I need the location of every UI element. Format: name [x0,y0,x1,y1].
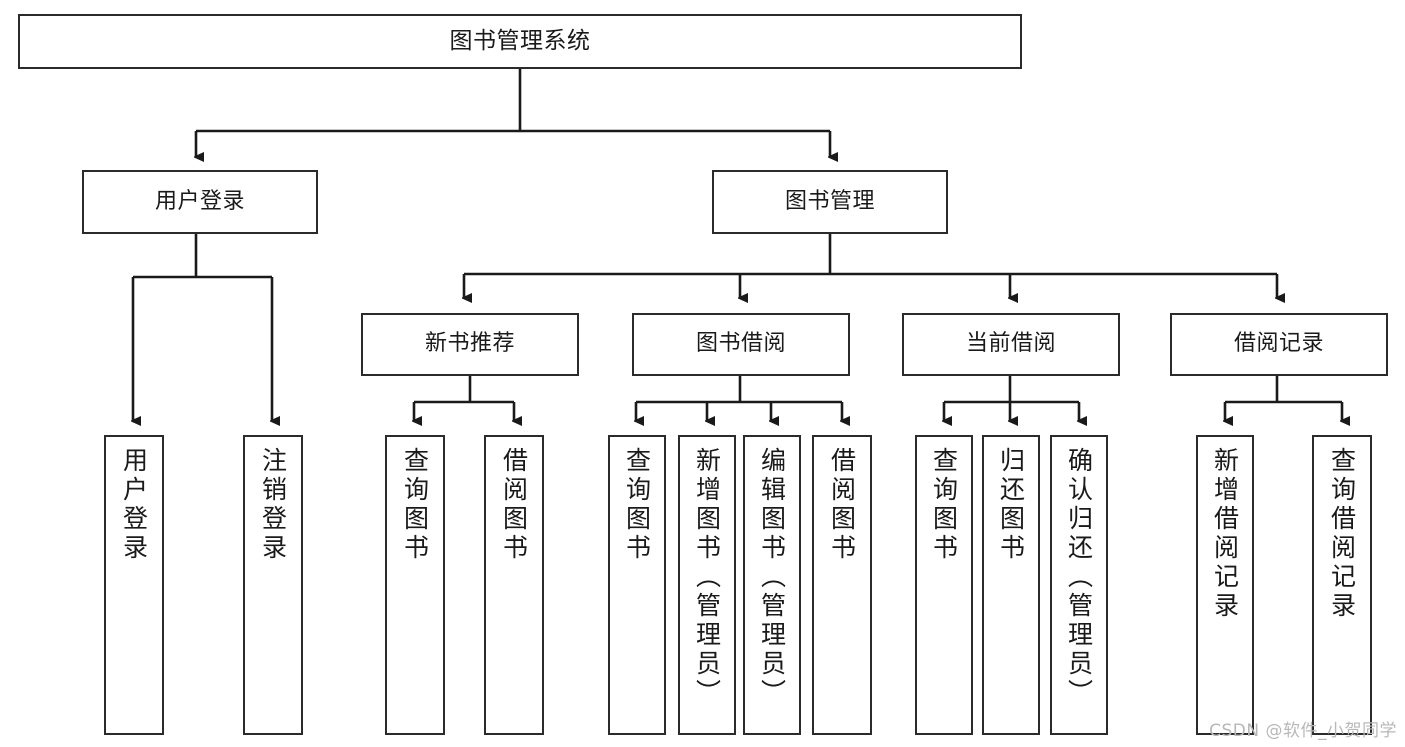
node-leaf-borrow-book-1-label: 借阅图书 [499,447,529,563]
node-leaf-query-book-3[interactable]: 查询图书 [915,435,973,735]
node-new-book-recommendation[interactable]: 新书推荐 [361,313,579,376]
node-leaf-return-book[interactable]: 归还图书 [982,435,1040,735]
node-leaf-return-book-label: 归还图书 [996,447,1026,563]
node-leaf-logout-label: 注销登录 [258,447,288,563]
node-leaf-query-borrow-record[interactable]: 查询借阅记录 [1312,435,1372,735]
node-leaf-add-borrow-record[interactable]: 新增借阅记录 [1196,435,1254,735]
node-current-borrowing[interactable]: 当前借阅 [902,313,1120,376]
node-leaf-edit-book[interactable]: 编辑图书（管理员） [743,435,801,735]
node-leaf-add-borrow-record-label: 新增借阅记录 [1210,447,1240,621]
node-leaf-query-borrow-record-label: 查询借阅记录 [1327,447,1357,621]
node-leaf-confirm-return-label: 确认归还（管理员） [1064,447,1094,708]
node-leaf-logout[interactable]: 注销登录 [243,435,303,735]
node-leaf-query-book-2[interactable]: 查询图书 [608,435,666,735]
node-user-login[interactable]: 用户登录 [82,170,318,234]
node-leaf-query-book-1[interactable]: 查询图书 [385,435,445,735]
node-leaf-confirm-return[interactable]: 确认归还（管理员） [1050,435,1108,735]
node-leaf-user-login[interactable]: 用户登录 [104,435,164,735]
node-leaf-query-book-3-label: 查询图书 [929,447,959,563]
node-leaf-borrow-book-1[interactable]: 借阅图书 [484,435,544,735]
node-leaf-add-book[interactable]: 新增图书（管理员） [678,435,736,735]
node-leaf-query-book-2-label: 查询图书 [622,447,652,563]
node-borrowing-records[interactable]: 借阅记录 [1170,313,1388,376]
node-book-borrowing[interactable]: 图书借阅 [632,313,850,376]
csdn-watermark: CSDN @软件_小贺同学 [1209,721,1397,741]
node-leaf-borrow-book-2[interactable]: 借阅图书 [812,435,872,735]
node-leaf-query-book-1-label: 查询图书 [400,447,430,563]
node-leaf-borrow-book-2-label: 借阅图书 [827,447,857,563]
node-leaf-edit-book-label: 编辑图书（管理员） [757,447,787,708]
node-leaf-add-book-label: 新增图书（管理员） [692,447,722,708]
node-leaf-user-login-label: 用户登录 [119,447,149,563]
node-book-management[interactable]: 图书管理 [712,170,948,234]
node-root-system[interactable]: 图书管理系统 [18,14,1022,69]
